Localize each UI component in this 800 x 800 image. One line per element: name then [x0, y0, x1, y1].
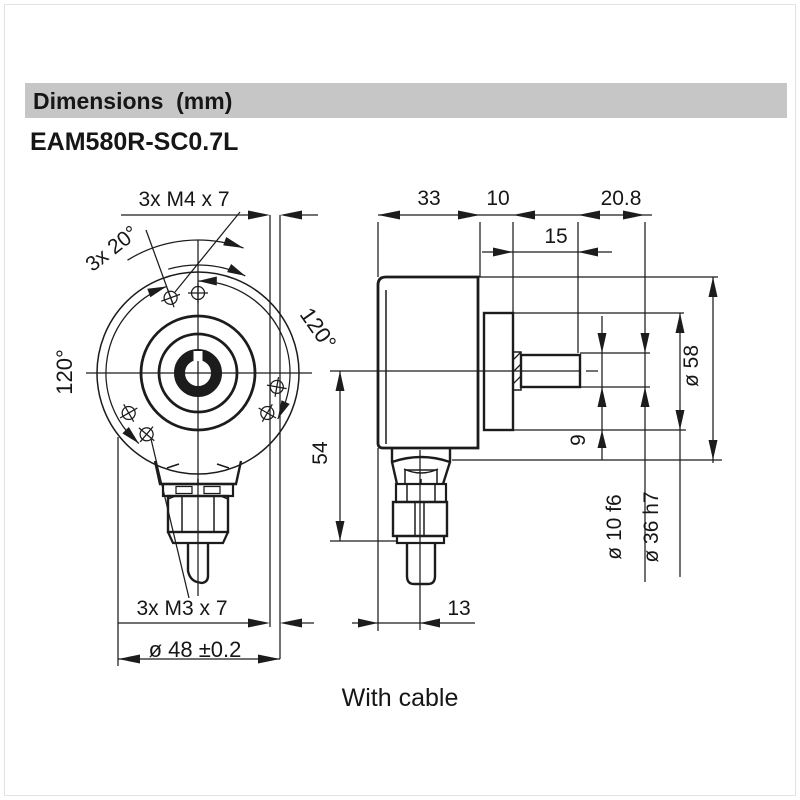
label-diameter-48: ø 48 ±0.2 — [149, 637, 242, 662]
label-diameter-58: ø 58 — [680, 345, 703, 387]
arrowhead — [623, 210, 645, 220]
nut-chamfer — [167, 495, 176, 500]
product-model: EAM580R-SC0.7L — [30, 128, 238, 156]
label-screws-m3: 3x M3 x 7 — [136, 597, 227, 620]
side-shaft — [519, 353, 582, 389]
front-gland-taper — [166, 531, 230, 545]
arrowhead — [258, 654, 280, 664]
arrowhead — [223, 237, 244, 248]
label-shaft-length: 15 — [544, 225, 567, 248]
label-flange-length: 10 — [486, 187, 509, 210]
m4-leader-line — [174, 211, 241, 293]
arrowhead — [708, 277, 718, 297]
arrowhead — [640, 333, 650, 353]
screw-hole — [138, 426, 155, 443]
angle-20-extension-line — [145, 229, 174, 305]
side-gland-neck — [390, 448, 452, 485]
arrowhead — [578, 210, 600, 220]
nut-chamfer — [220, 495, 229, 500]
arrowhead — [578, 247, 598, 257]
view-caption: With cable — [342, 684, 459, 712]
front-view: 3x M4 x 7 3x M3 x 7 ø 48 ±0.2 3x 20° 120… — [52, 188, 341, 666]
arrowhead — [675, 410, 685, 430]
arrowhead — [248, 618, 270, 628]
arrowhead — [597, 430, 607, 448]
screw-hole — [119, 404, 138, 422]
side-cable — [405, 543, 437, 586]
screw-hole — [188, 283, 208, 303]
label-diameter-10: ø 10 f6 — [603, 494, 626, 559]
front-face-circle — [139, 314, 257, 432]
m3-leader-line — [150, 438, 190, 599]
side-gland-base — [395, 534, 446, 545]
page-title: Dimensions (mm) — [33, 88, 232, 114]
arrowhead — [675, 313, 685, 333]
front-outer-housing-circle — [96, 271, 300, 475]
front-hub-circle — [157, 332, 239, 414]
arrowhead — [597, 333, 607, 353]
label-angle-120-right: 120° — [295, 303, 342, 355]
side-gland-collar — [394, 482, 448, 504]
arrowhead — [335, 371, 345, 391]
angle-120-right-arc — [197, 280, 291, 420]
label-screws-m4: 3x M4 x 7 — [138, 188, 229, 211]
header-bar — [25, 83, 787, 118]
arrowhead — [122, 427, 139, 444]
label-shaft-total: 20.8 — [601, 187, 642, 210]
front-cable — [186, 543, 210, 585]
screw-hole — [266, 376, 287, 397]
label-cable-offset: 13 — [447, 597, 470, 620]
angle-120-left-arc — [105, 285, 167, 444]
gland-tick — [166, 463, 180, 469]
arrowhead — [708, 440, 718, 460]
arrowhead — [358, 618, 378, 628]
label-angle-20: 3x 20° — [81, 221, 142, 276]
label-body-length: 33 — [417, 187, 440, 210]
front-bore-keyway — [193, 351, 203, 361]
arrowhead — [640, 387, 650, 407]
hatch-line — [512, 351, 522, 361]
arrowhead — [335, 521, 345, 541]
side-view: 33 10 20.8 15 54 9 13 ø 58 ø 10 f6 ø 36 … — [309, 187, 722, 631]
gland-slot — [175, 485, 193, 495]
hatch-line — [512, 363, 522, 373]
side-gland-dome — [391, 455, 451, 464]
arrowhead — [513, 210, 535, 220]
arrowhead — [227, 264, 246, 276]
gland-tick — [216, 463, 230, 469]
arrowhead — [277, 400, 290, 419]
screw-hole — [258, 404, 277, 422]
front-gland-nut — [166, 494, 230, 534]
label-gland-height: 54 — [309, 441, 332, 465]
arrowhead — [118, 654, 140, 664]
arrowhead — [493, 247, 513, 257]
arrowhead — [458, 210, 480, 220]
hatch-line — [512, 375, 522, 385]
arrowhead — [420, 618, 440, 628]
label-angle-120-left: 120° — [52, 349, 77, 395]
arrowhead — [248, 210, 270, 220]
label-step-depth: 9 — [567, 434, 590, 446]
arrowhead — [597, 387, 607, 407]
arrowhead — [147, 286, 167, 298]
arrowhead — [280, 618, 302, 628]
arrowhead — [198, 276, 217, 286]
side-body — [376, 275, 480, 450]
gland-slot — [203, 485, 221, 495]
arrowhead — [280, 210, 302, 220]
label-diameter-36: ø 36 h7 — [640, 491, 663, 562]
arrowhead — [378, 210, 400, 220]
